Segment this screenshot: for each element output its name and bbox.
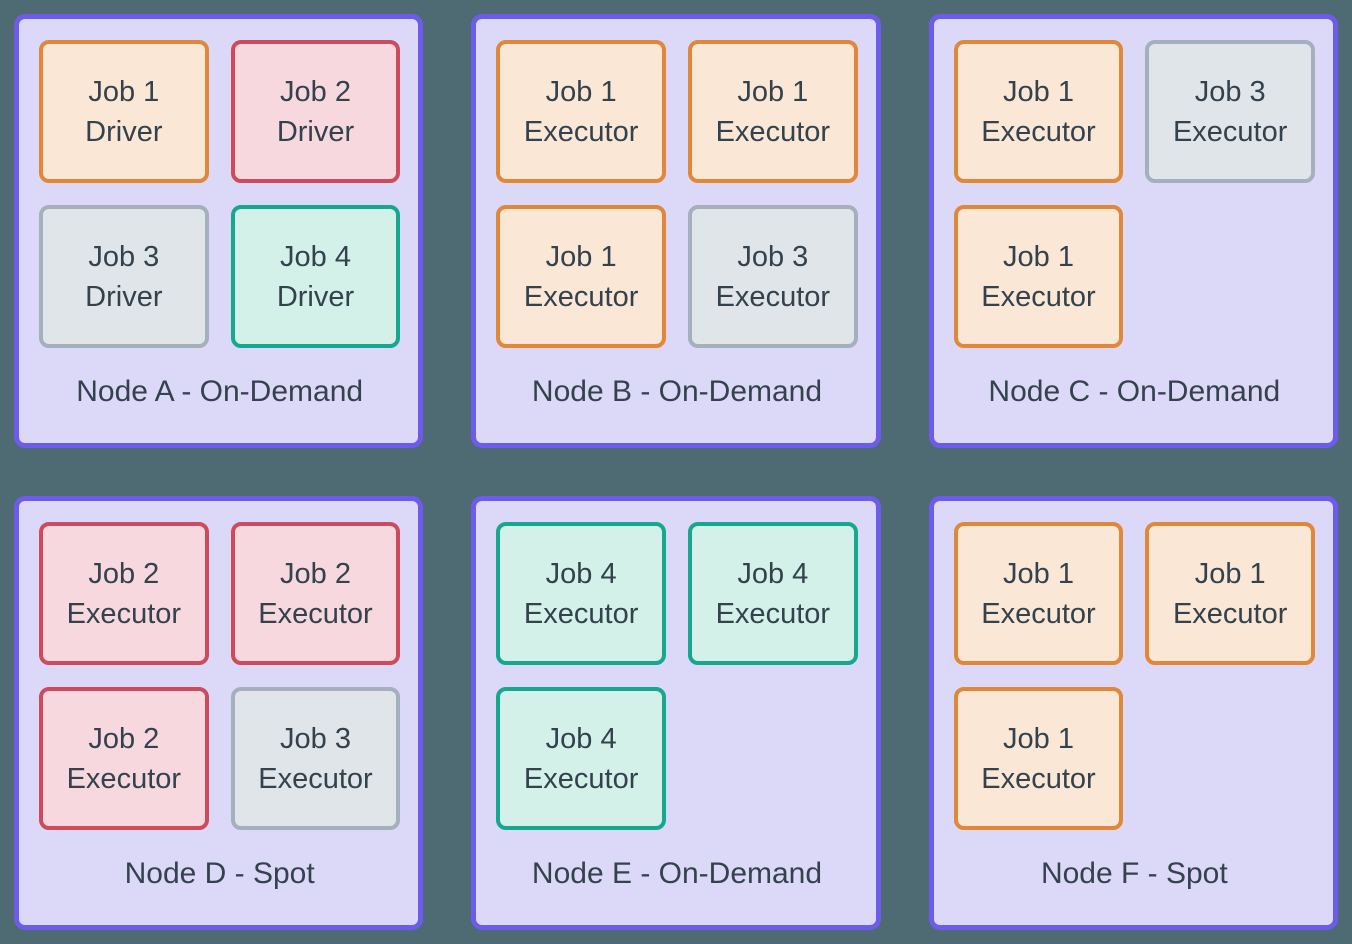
job-line2: Executor [523, 115, 639, 148]
job-grid: Job 1 Driver Job 2 Driver Job 3 Driver J… [39, 40, 401, 348]
node-card-f: Job 1 Executor Job 1 Executor Job 1 Exec… [928, 496, 1338, 930]
job-grid: Job 1 Executor Job 1 Executor Job 1 Exec… [953, 522, 1315, 830]
node-card-b: Job 1 Executor Job 1 Executor Job 1 Exec… [471, 14, 881, 448]
job-line2: Driver [85, 280, 163, 313]
job-box: Job 1 Executor [496, 40, 666, 183]
job-line1: Job 1 [1003, 722, 1074, 755]
job-line2: Executor [715, 115, 831, 148]
job-line1: Job 1 [1003, 557, 1074, 590]
job-line2: Executor [981, 597, 1096, 630]
job-grid: Job 2 Executor Job 2 Executor Job 2 Exec… [39, 522, 401, 830]
job-line2: Executor [258, 762, 373, 795]
job-box: Job 1 Driver [39, 40, 209, 183]
job-box: Job 3 Executor [1145, 40, 1315, 183]
node-label: Node F - Spot [1040, 856, 1228, 890]
job-line1: Job 2 [88, 557, 160, 590]
node-label: Node A - On-Demand [76, 374, 364, 408]
node-label: Node B - On-Demand [531, 374, 823, 408]
job-line2: Executor [66, 597, 182, 630]
job-line1: Job 1 [1003, 75, 1074, 108]
job-line2: Executor [981, 115, 1096, 148]
job-box: Job 1 Executor [953, 687, 1124, 830]
job-box: Job 4 Driver [230, 205, 401, 348]
job-box: Job 3 Executor [230, 687, 401, 830]
job-line2: Executor [981, 280, 1096, 313]
job-line1: Job 2 [88, 722, 160, 755]
job-box: Job 4 Executor [496, 522, 666, 665]
job-box: Job 1 Executor [496, 205, 666, 348]
job-line2: Executor [523, 280, 639, 313]
job-grid: Job 1 Executor Job 3 Executor Job 1 Exec… [953, 40, 1315, 348]
node-card-d: Job 2 Executor Job 2 Executor Job 2 Exec… [14, 496, 424, 930]
job-line2: Executor [715, 280, 831, 313]
node-card-a: Job 1 Driver Job 2 Driver Job 3 Driver J… [14, 14, 424, 448]
job-line2: Executor [1172, 597, 1288, 630]
job-box: Job 1 Executor [1145, 522, 1315, 665]
job-box: Job 1 Executor [953, 40, 1124, 183]
job-line1: Job 1 [545, 240, 617, 273]
job-line2: Executor [258, 597, 373, 630]
job-line1: Job 4 [545, 722, 617, 755]
job-line1: Job 4 [545, 557, 617, 590]
job-line2: Executor [523, 597, 639, 630]
job-line1: Job 1 [545, 75, 617, 108]
job-box: Job 1 Executor [953, 205, 1124, 348]
job-line1: Job 2 [280, 75, 351, 108]
job-line2: Executor [66, 762, 182, 795]
job-box: Job 3 Driver [39, 205, 209, 348]
job-box: Job 1 Executor [953, 522, 1124, 665]
job-line1: Job 3 [1194, 75, 1266, 108]
node-card-c: Job 1 Executor Job 3 Executor Job 1 Exec… [928, 14, 1338, 448]
job-grid: Job 1 Executor Job 1 Executor Job 1 Exec… [496, 40, 858, 348]
node-label: Node E - On-Demand [531, 856, 823, 890]
job-grid: Job 4 Executor Job 4 Executor Job 4 Exec… [496, 522, 858, 830]
job-line1: Job 4 [280, 240, 351, 273]
job-line2: Driver [276, 115, 355, 148]
node-label: Node C - On-Demand [988, 374, 1281, 408]
node-card-e: Job 4 Executor Job 4 Executor Job 4 Exec… [471, 496, 881, 930]
node-label: Node D - Spot [124, 856, 315, 890]
job-box: Job 2 Driver [230, 40, 401, 183]
job-line1: Job 3 [88, 240, 160, 273]
job-line2: Executor [981, 762, 1096, 795]
job-line1: Job 3 [737, 240, 809, 273]
job-line1: Job 3 [280, 722, 351, 755]
job-line1: Job 4 [737, 557, 809, 590]
job-line2: Driver [276, 280, 355, 313]
job-box: Job 1 Executor [687, 40, 858, 183]
job-line1: Job 1 [1003, 240, 1074, 273]
job-line1: Job 1 [1194, 557, 1266, 590]
job-line2: Executor [715, 597, 831, 630]
job-box: Job 2 Executor [39, 522, 209, 665]
job-line2: Driver [85, 115, 163, 148]
job-line2: Executor [523, 762, 639, 795]
job-box: Job 2 Executor [39, 687, 209, 830]
job-line2: Executor [1172, 115, 1288, 148]
job-box: Job 4 Executor [687, 522, 858, 665]
job-line1: Job 1 [737, 75, 809, 108]
job-line1: Job 2 [280, 557, 351, 590]
job-line1: Job 1 [88, 75, 160, 108]
job-box: Job 2 Executor [230, 522, 401, 665]
job-box: Job 3 Executor [687, 205, 858, 348]
job-box: Job 4 Executor [496, 687, 666, 830]
